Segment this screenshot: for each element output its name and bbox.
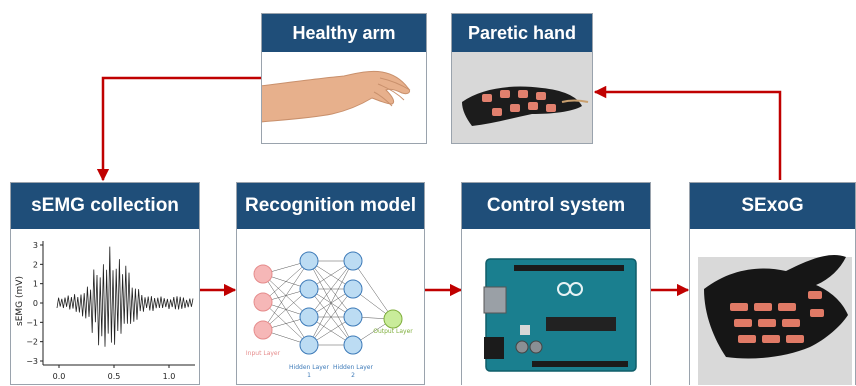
semg-ytick-label: 3 [33, 241, 38, 250]
semg-ytick-label: 0 [33, 299, 38, 308]
hidden-layer-2-label: Hidden Layer [333, 364, 373, 371]
hidden-2-node [343, 279, 363, 299]
semg-collection-panel: sEMG collection sEMG (mV) 3 2 1 0 −1 −2 −3 0.0… [10, 182, 200, 385]
control-system-panel: Control system [461, 182, 651, 386]
neural-network-diagram: Input Layer Hidden Layer 1 Hidden Layer … [237, 229, 424, 386]
hidden-1-node [299, 279, 319, 299]
input-node [253, 292, 273, 312]
sexog-title: SExoG [690, 183, 855, 229]
microcontroller-board-photo [462, 229, 650, 386]
semg-ytick-label: −1 [26, 318, 38, 327]
hidden-1-node [299, 251, 319, 271]
recognition-model-title: Recognition model [237, 183, 424, 229]
nn-connection [262, 288, 310, 331]
semg-ytick-label: 2 [33, 260, 38, 269]
semg-ytick-label: 1 [33, 280, 38, 289]
soft-exoskeleton-glove-photo [690, 229, 855, 386]
paretic-hand-panel: Paretic hand [451, 13, 593, 144]
output-node [383, 309, 403, 329]
semg-ytick-label: −3 [26, 357, 38, 366]
control-system-title: Control system [462, 183, 650, 229]
arrow-sexog-to-hand [593, 85, 782, 180]
nn-connection [308, 260, 354, 346]
healthy-arm-title: Healthy arm [262, 14, 426, 52]
semg-xtick-label: 1.0 [163, 372, 176, 381]
semg-ytick-label: −2 [26, 338, 38, 347]
semg-trace [56, 246, 194, 347]
sexog-panel: SExoG [689, 182, 856, 386]
semg-collection-title: sEMG collection [11, 183, 199, 229]
paretic-hand-title: Paretic hand [452, 14, 592, 52]
paretic-hand-photo [452, 52, 592, 143]
input-node [253, 320, 273, 340]
output-layer-label: Output Layer [373, 328, 413, 335]
healthy-arm-photo [262, 52, 426, 143]
semg-ylabel: sEMG (mV) [15, 276, 25, 326]
semg-signal-plot: sEMG (mV) 3 2 1 0 −1 −2 −3 0.0 0.5 1.0 [11, 229, 199, 386]
hidden-layer-1-label: Hidden Layer [289, 364, 329, 371]
input-node [253, 264, 273, 284]
hidden-1-node [299, 307, 319, 327]
nn-connection [262, 260, 310, 303]
healthy-arm-panel: Healthy arm [261, 13, 427, 144]
semg-xtick-label: 0.5 [108, 372, 121, 381]
nn-connection [308, 260, 354, 318]
nn-connection [308, 288, 354, 346]
arrow-arm-to-semg [96, 76, 262, 182]
hidden-2-node [343, 307, 363, 327]
input-layer-label: Input Layer [246, 350, 281, 357]
hidden-1-node [299, 335, 319, 355]
nn-connection [262, 260, 310, 331]
hidden-layer-2-index: 2 [351, 372, 355, 379]
semg-xtick-label: 0.0 [53, 372, 66, 381]
recognition-model-panel: Recognition model Input Layer Hidden Lay… [236, 182, 425, 385]
hidden-2-node [343, 251, 363, 271]
hidden-layer-1-index: 1 [307, 372, 311, 379]
hidden-2-node [343, 335, 363, 355]
nn-connection [352, 260, 394, 320]
